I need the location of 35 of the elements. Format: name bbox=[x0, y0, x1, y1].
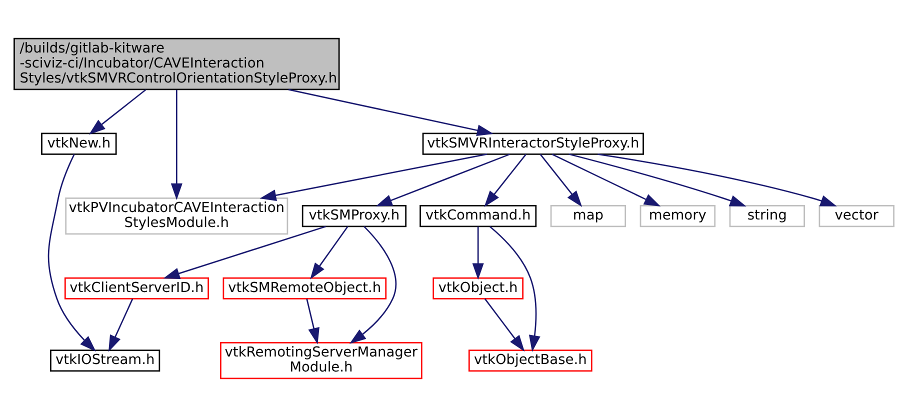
arrow bbox=[490, 226, 540, 352]
arrow bbox=[310, 226, 348, 279]
arrow bbox=[170, 90, 182, 200]
node-box: vtkRemotingServerManager Module.h bbox=[220, 342, 422, 379]
arrow bbox=[484, 153, 526, 207]
arrow bbox=[108, 298, 134, 352]
node-box: vtkObject.h bbox=[432, 276, 524, 299]
node-box: vtkSMVRInteractorStyleProxy.h bbox=[422, 132, 644, 154]
arrow bbox=[552, 153, 661, 206]
node-box: vtkObjectBase.h bbox=[468, 349, 592, 372]
node-box: vtkPVIncubatorCAVEInteraction StylesModule.h bbox=[65, 196, 288, 234]
arrow bbox=[306, 298, 320, 344]
arrow bbox=[376, 153, 510, 206]
node-box: memory bbox=[640, 204, 716, 227]
arrow bbox=[48, 153, 96, 352]
arrow bbox=[472, 226, 484, 280]
node-box: map bbox=[550, 204, 626, 227]
node-box: vtkSMProxy.h bbox=[302, 204, 407, 227]
arrow bbox=[598, 153, 837, 206]
node-box: vtkNew.h bbox=[41, 132, 117, 154]
node-box: /builds/gitlab-kitware -sciviz-ci/Incubator/CAVEInteraction Styles/vtkSMVRControlOrientationStyleProxy.h bbox=[14, 37, 340, 90]
arrow bbox=[484, 298, 525, 352]
arrow bbox=[568, 152, 746, 206]
arrow bbox=[88, 88, 146, 134]
node-box: vtkCommand.h bbox=[420, 204, 537, 227]
node-box: vtkSMRemoteObject.h bbox=[222, 276, 387, 299]
node-box: vtkClientServerID.h bbox=[64, 276, 209, 299]
arrow bbox=[540, 153, 582, 207]
node-box: vtkIOStream.h bbox=[50, 349, 160, 372]
arrow bbox=[260, 153, 488, 201]
arrow bbox=[349, 225, 397, 344]
node-box: vector bbox=[818, 204, 894, 227]
arrow bbox=[163, 225, 326, 278]
arrow bbox=[288, 88, 494, 136]
node-box: string bbox=[729, 204, 805, 227]
